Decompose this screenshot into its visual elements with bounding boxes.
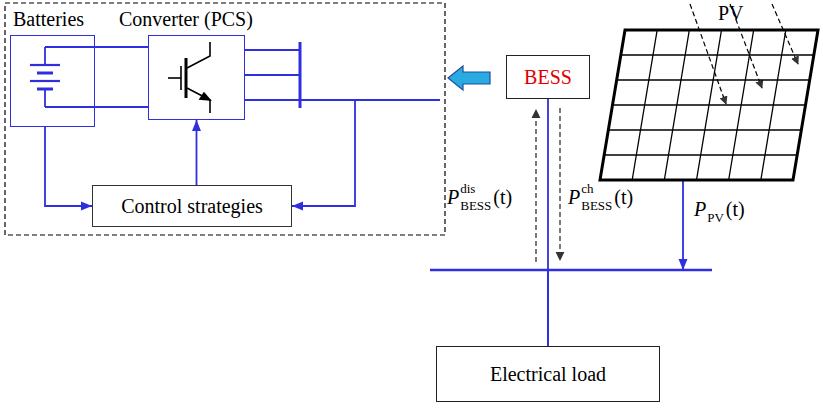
arrow-head <box>679 259 688 270</box>
node-heading: PV <box>718 2 744 25</box>
discharge-flow-arrow <box>535 110 536 262</box>
arrow-head <box>292 202 303 211</box>
pv-panel-outline <box>600 30 818 180</box>
control-box: Control strategies <box>92 185 292 227</box>
time-argument: (t) <box>493 186 512 208</box>
arrow-head <box>81 202 92 211</box>
subscript: BESS <box>581 199 612 213</box>
subscript: PV <box>707 211 724 225</box>
connector <box>548 180 683 346</box>
arrow-head <box>192 120 201 131</box>
connector <box>95 46 148 48</box>
charge-flow-arrow <box>559 108 560 260</box>
node-heading: Converter (PCS) <box>119 8 253 31</box>
node-heading: Batteries <box>13 8 84 31</box>
igbt-symbol <box>168 42 210 113</box>
node-label: BESS <box>524 66 572 89</box>
pv-panel-frame <box>600 30 818 180</box>
battery-symbol <box>30 47 95 107</box>
converter-box: Converter (PCS) <box>148 35 245 120</box>
dc-wire <box>95 106 148 108</box>
expand-arrow <box>448 66 490 90</box>
connector-group <box>45 127 92 211</box>
superscript: ch <box>581 182 593 196</box>
subscript: BESS <box>460 199 491 213</box>
bess-detail-frame <box>5 3 445 235</box>
pv-panel: PV <box>600 30 818 180</box>
superscript: dis <box>460 182 475 196</box>
power-symbol: P <box>568 186 580 208</box>
time-argument: (t) <box>726 198 745 220</box>
node-label: Control strategies <box>121 195 263 218</box>
node-label: Electrical load <box>490 363 606 386</box>
ac-output-wires <box>245 42 440 108</box>
connector-group <box>548 180 688 346</box>
power-symbol: P <box>694 198 706 220</box>
battery-box: Batteries <box>10 35 95 127</box>
time-argument: (t) <box>614 186 633 208</box>
connector-group <box>192 120 201 185</box>
pv-cell-grid <box>604 30 814 180</box>
connector <box>45 127 92 206</box>
connector-group <box>245 100 355 211</box>
load-box: Electrical load <box>436 346 660 402</box>
connector-group <box>95 47 148 48</box>
power-symbol: P <box>447 186 459 208</box>
bess-box: BESS <box>506 55 590 99</box>
connector <box>245 100 355 206</box>
